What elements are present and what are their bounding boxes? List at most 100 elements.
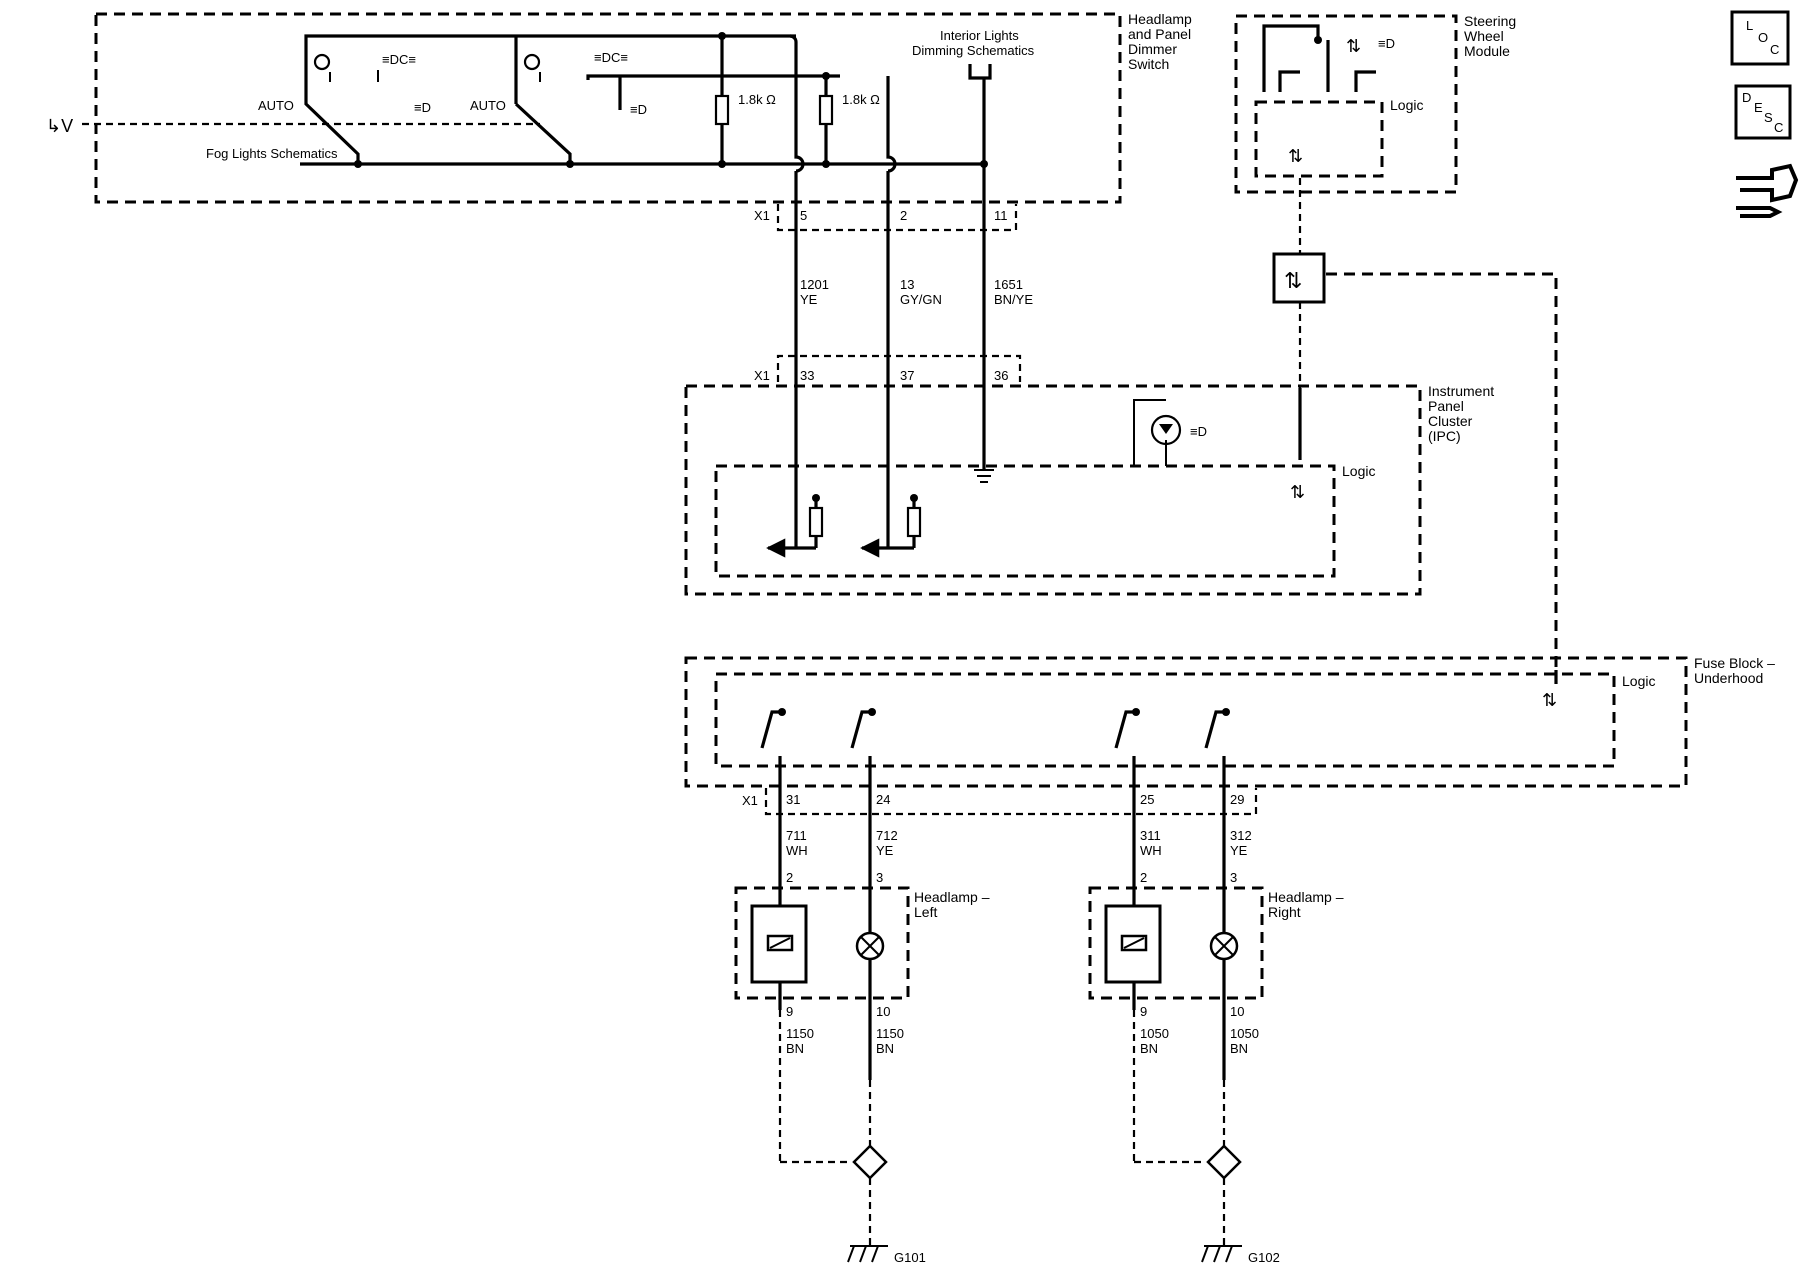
voltage-symbol: ↳V [46,116,73,136]
parking-lamp-icon-1: ≡DC≡ [382,52,416,67]
ipc-logic-label: Logic [1342,463,1375,479]
switch-top-bus [304,34,796,38]
fuse-pin-25: 25 [1140,792,1154,807]
splice-right [1206,1144,1242,1180]
wire-label-711: 711 WH [786,828,808,858]
fuse-block-logic-label: Logic [1622,673,1655,689]
fuse-block-label: Fuse Block – Underhood [1694,655,1779,686]
ipc-pullup-2 [906,506,922,538]
fog-lights-reference: Fog Lights Schematics [206,146,338,161]
ground-g102-label: G102 [1248,1250,1280,1265]
connector-end-view-button[interactable] [1736,163,1799,218]
ground-g102-symbol [1201,1245,1242,1263]
steering-wheel-module: Steering Wheel Module Logic ⇅ ≡D ⇅ [1234,13,1516,254]
wire-label-1050-b: 1050 BN [1230,1026,1259,1056]
steering-wheel-logic-label: Logic [1390,97,1423,113]
ipc-pin-37: 37 [900,368,914,383]
svg-text:C: C [1774,120,1783,135]
splice-left [852,1144,888,1180]
svg-text:X1: X1 [754,208,770,223]
parking-lamp-icon-2: ≡DC≡ [594,50,628,65]
wire-label-1150-b: 1150 BN [876,1026,904,1056]
wire-label-712: 712 YE [876,828,898,858]
svg-text:YE: YE [800,292,818,307]
fuse-pin-29: 29 [1230,792,1244,807]
svg-text:WH: WH [786,843,808,858]
svg-text:1150: 1150 [786,1026,814,1041]
svg-text:X1: X1 [754,368,770,383]
loc-button[interactable]: L O C [1730,10,1790,66]
headlamp-left: Headlamp – Left 2 3 9 10 [734,870,993,1019]
fuse-pin-31: 31 [786,792,800,807]
relay-switch-29 [1204,708,1230,1010]
headlamp-left-label: Headlamp – Left [914,889,993,920]
resistor-2 [818,94,834,126]
ground-wiring-right: G102 [1132,1010,1280,1265]
svg-text:1150: 1150 [876,1026,904,1041]
svg-text:311: 311 [1140,828,1161,843]
svg-text:1651: 1651 [994,277,1023,292]
svg-text:1201: 1201 [800,277,829,292]
right-pin-2: 2 [1140,870,1147,885]
steering-headlamp-icon: ≡D [1378,36,1395,51]
switch-connector-x1: X1 5 2 11 [754,204,1018,232]
switch-pin-11: 11 [994,208,1008,223]
ipc-outer-outline [684,384,1422,596]
headlamp-switch-outline [94,12,1122,204]
fuse-pin-24: 24 [876,792,890,807]
wire-label-312: 312 YE [1230,828,1252,858]
fuse-block-module: Fuse Block – Underhood Logic ⇅ [684,655,1779,1010]
auto-switch-1 [304,38,360,164]
auto-label-2: AUTO [470,98,506,113]
wire-label-311: 311 WH [1140,828,1162,858]
auto-switch-2 [514,102,572,164]
svg-text:D: D [1742,90,1751,105]
ground-g101-label: G101 [894,1250,926,1265]
ground-wiring-left: G101 [778,1010,926,1265]
svg-text:BN/YE: BN/YE [994,292,1033,307]
ipc-label: Instrument Panel Cluster (IPC) [1428,383,1498,444]
desc-icon[interactable] [1734,84,1792,140]
svg-text:712: 712 [876,828,898,843]
steering-wheel-outline [1234,14,1458,194]
svg-text:GY/GN: GY/GN [900,292,942,307]
svg-text:C: C [1770,42,1779,57]
svg-text:O: O [1758,30,1768,45]
fuse-connector-x1: X1 31 24 25 29 [742,788,1258,816]
ipc-logic-outline [714,464,1336,578]
headlamp-left-outline [734,886,910,1000]
svg-text:BN: BN [786,1041,804,1056]
steering-data-arrows: ⇅ [1346,36,1361,56]
fuse-block-logic-outline [714,672,1616,768]
right-pin-9: 9 [1140,1004,1147,1019]
left-pin-3: 3 [876,870,883,885]
left-pin-9: 9 [786,1004,793,1019]
desc-button[interactable]: D E S C [1734,84,1792,140]
ipc-connector-x1: X1 33 37 36 [754,354,1022,383]
left-pin-10: 10 [876,1004,890,1019]
loc-icon[interactable] [1730,10,1790,66]
right-pin-10: 10 [1230,1004,1244,1019]
svg-text:L: L [1746,18,1753,33]
switch-pin-5: 5 [800,208,807,223]
connector-icon[interactable] [1736,163,1799,218]
steering-logic-arrows: ⇅ [1288,146,1303,166]
relay-switch-24 [850,708,876,1010]
svg-text:YE: YE [876,843,894,858]
headlamp-right-label: Headlamp – Right [1268,889,1347,920]
ipc-pullup-1 [808,506,824,538]
headlamp-indicator-icon: ≡D [1190,424,1207,439]
svg-text:BN: BN [1230,1041,1248,1056]
resistor-1-value: 1.8k Ω [738,92,776,107]
svg-text:⇅: ⇅ [1284,268,1302,293]
svg-text:BN: BN [1140,1041,1158,1056]
auto-label-1: AUTO [258,98,294,113]
svg-text:WH: WH [1140,843,1162,858]
fuse-block-data-arrows: ⇅ [1542,690,1557,710]
left-pin-2: 2 [786,870,793,885]
svg-text:1050: 1050 [1230,1026,1259,1041]
svg-text:13: 13 [900,277,914,292]
off-position-icon-1 [313,53,331,71]
headlamp-switch-module: Headlamp and Panel Dimmer Switch ↳V ≡DC≡… [46,11,1192,470]
